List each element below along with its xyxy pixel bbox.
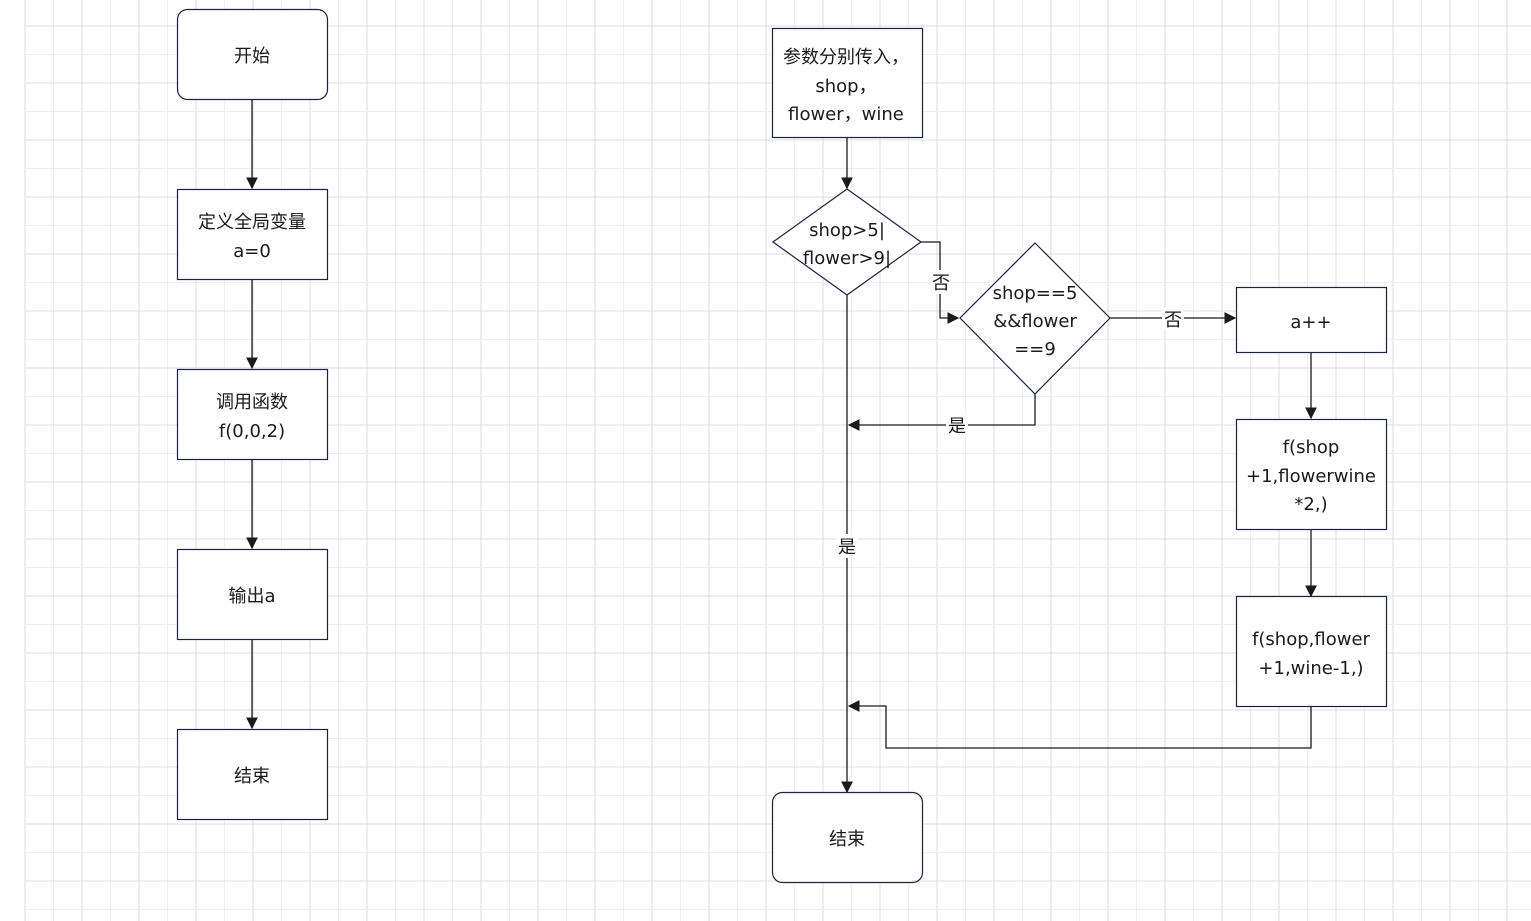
node-recurse-1-line2: +1,flowerwine xyxy=(1246,466,1376,487)
node-function-end-label: 结束 xyxy=(829,829,865,850)
node-increment-label: a++ xyxy=(1290,312,1331,333)
edge-label-cond2-no: 否 xyxy=(1164,310,1182,331)
main-flow: 开始 定义全局变量 a=0 调用函数 f(0,0,2) 输出a 结束 xyxy=(176,8,329,821)
node-recurse-2-line1: f(shop,flower xyxy=(1252,629,1370,650)
node-cond1-line1: shop>5| xyxy=(809,220,885,241)
node-cond2-decision[interactable]: shop==5 &&flower ==9 xyxy=(959,242,1111,395)
node-end[interactable]: 结束 xyxy=(176,728,329,821)
node-params[interactable]: 参数分别传入， shop， flower，wine xyxy=(771,27,924,139)
node-params-line2: shop， xyxy=(815,76,876,97)
node-call-function-line1: 调用函数 xyxy=(216,392,288,413)
edge-label-bg xyxy=(1162,308,1184,330)
node-params-line3: flower，wine xyxy=(788,104,904,125)
node-recurse-2[interactable]: f(shop,flower +1,wine-1,) xyxy=(1235,595,1388,708)
edge-label-cond1-no: 否 xyxy=(932,273,950,294)
node-start[interactable]: 开始 xyxy=(176,8,329,101)
node-params-line1: 参数分别传入， xyxy=(783,47,909,68)
edge-label-cond1-yes: 是 xyxy=(838,537,856,558)
node-call-function[interactable]: 调用函数 f(0,0,2) xyxy=(176,368,329,461)
node-call-function-line2: f(0,0,2) xyxy=(219,421,285,442)
edge-rec2-return xyxy=(847,700,1312,749)
edge-label-bg xyxy=(930,270,952,294)
node-recurse-1-line1: f(shop xyxy=(1283,437,1340,458)
node-output-label: 输出a xyxy=(228,586,275,607)
node-output[interactable]: 输出a xyxy=(176,548,329,641)
node-define-global-line1: 定义全局变量 xyxy=(198,212,306,233)
node-cond2-line2: &&flower xyxy=(993,311,1077,332)
node-cond1-line2: flower>9| xyxy=(803,248,891,269)
edge-label-cond2-yes: 是 xyxy=(948,416,966,437)
node-end-label: 结束 xyxy=(234,766,270,787)
node-function-end[interactable]: 结束 xyxy=(771,791,924,884)
node-define-global[interactable]: 定义全局变量 a=0 xyxy=(176,188,329,281)
node-cond1-decision[interactable]: shop>5| flower>9| xyxy=(771,188,923,296)
node-recurse-2-line2: +1,wine-1,) xyxy=(1258,658,1363,679)
function-flow: 否 否 是 是 参数分别传入， shop， flower，wine shop>5… xyxy=(771,27,1388,884)
node-start-label: 开始 xyxy=(234,46,270,67)
node-cond2-line3: ==9 xyxy=(1014,339,1056,360)
node-define-global-line2: a=0 xyxy=(233,241,271,262)
edge-label-bg xyxy=(946,414,968,436)
node-recurse-1-line3: *2,) xyxy=(1294,494,1327,515)
node-recurse-1[interactable]: f(shop +1,flowerwine *2,) xyxy=(1235,418,1388,531)
node-cond2-line1: shop==5 xyxy=(993,283,1078,304)
node-increment[interactable]: a++ xyxy=(1235,286,1388,354)
edge-cond2-yes xyxy=(847,394,1036,431)
edge-label-bg xyxy=(836,534,858,558)
